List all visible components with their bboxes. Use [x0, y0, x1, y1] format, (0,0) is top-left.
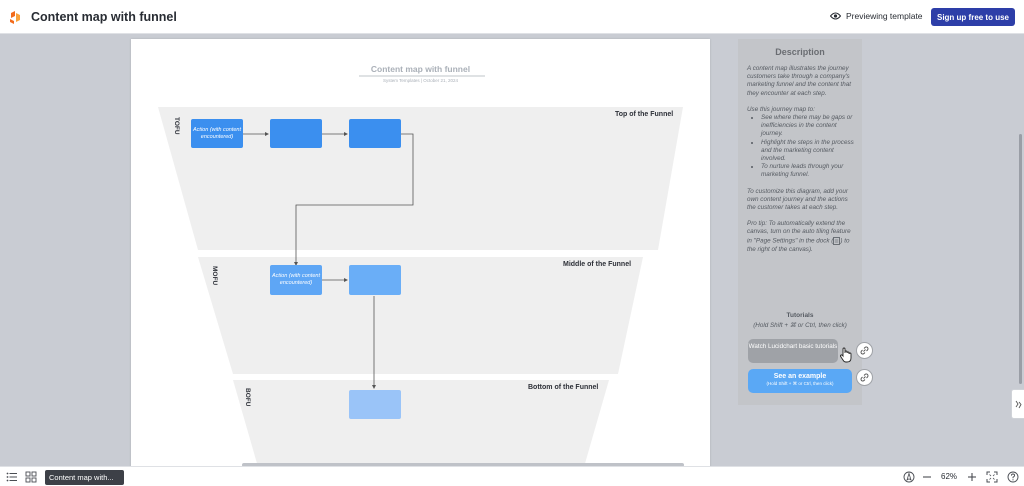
bofu-band[interactable]: [233, 380, 609, 466]
see-example-label: See an example: [773, 373, 827, 380]
description-title: Description: [775, 47, 825, 57]
previewing-template-indicator: Previewing template: [830, 11, 923, 21]
vertical-scrollbar[interactable]: [1019, 134, 1022, 384]
description-protip: Pro tip: To automatically extend the can…: [747, 220, 855, 253]
funnel-diagram[interactable]: [131, 39, 710, 466]
arrow-head: [372, 385, 376, 389]
top-header: Content map with funnel Previewing templ…: [0, 0, 1024, 34]
eye-icon: [830, 12, 841, 20]
use-list-item: To nurture leads through your marketing …: [761, 163, 855, 179]
use-heading: Use this journey map to:: [747, 105, 815, 113]
see-example-link-button[interactable]: [856, 369, 873, 386]
tofu-action-node[interactable]: Action (with content encountered): [191, 119, 243, 148]
dock-toggle-icon: [1015, 400, 1022, 408]
horizontal-scrollbar[interactable]: [242, 463, 684, 466]
sign-up-button[interactable]: Sign up free to use: [931, 8, 1015, 26]
help-icon[interactable]: [1007, 471, 1019, 483]
arrow-head: [294, 262, 298, 266]
hand-cursor-icon: [840, 347, 852, 363]
page-tab[interactable]: Content map with...: [45, 470, 124, 485]
link-icon: [860, 346, 869, 355]
page-settings-icon: [833, 236, 841, 245]
watch-tutorials-button[interactable]: Watch Lucidchart basic tutorials: [748, 339, 838, 363]
arrow-head: [344, 132, 348, 136]
zoom-in-icon[interactable]: [966, 471, 978, 483]
tofu-band-label[interactable]: Top of the Funnel: [615, 111, 674, 118]
bofu-content-node[interactable]: [349, 390, 401, 419]
see-example-hint: (Hold Shift + ⌘ or Ctrl, then click): [766, 381, 834, 386]
tofu-content-node[interactable]: [349, 119, 401, 148]
description-intro: A content map illustrates the journey cu…: [747, 65, 851, 97]
diagram-subtitle: System Templates | October 21, 2024: [382, 78, 459, 83]
connector-arrow[interactable]: [295, 133, 414, 263]
tutorials-hint: (Hold Shift + ⌘ or Ctrl, then click): [753, 322, 847, 329]
description-text: A content map illustrates the journey cu…: [747, 65, 855, 262]
mofu-band-label[interactable]: Middle of the Funnel: [563, 261, 632, 268]
watch-tutorials-link-button[interactable]: [856, 342, 873, 359]
tofu-content-node[interactable]: [270, 119, 322, 148]
tutorials-title: Tutorials: [786, 312, 814, 319]
use-list-item: See where there may be gaps or inefficie…: [761, 114, 855, 139]
arrow-head: [265, 132, 269, 136]
navigate-compass-icon[interactable]: [903, 471, 915, 483]
see-example-button[interactable]: See an example (Hold Shift + ⌘ or Ctrl, …: [748, 369, 852, 393]
bofu-band-label[interactable]: Bottom of the Funnel: [528, 384, 599, 391]
protip-text-end: ) to the right of the canvas).: [747, 237, 850, 253]
mofu-band[interactable]: [198, 257, 643, 374]
use-list-item: Highlight the steps in the process and t…: [761, 139, 855, 164]
page-grid-icon[interactable]: [25, 471, 37, 483]
mofu-content-node[interactable]: [349, 265, 401, 295]
description-customize: To customize this diagram, add your own …: [747, 187, 848, 212]
arrow-head: [344, 278, 348, 282]
dock-toggle-tab[interactable]: [1011, 389, 1024, 419]
document-title: Content map with funnel: [31, 10, 177, 24]
link-icon: [860, 373, 869, 382]
protip-text: Pro tip: To automatically extend the can…: [747, 220, 851, 245]
fit-to-screen-icon[interactable]: [986, 471, 998, 483]
zoom-level[interactable]: 62%: [941, 472, 958, 481]
bottom-bar: Content map with... 62%: [0, 466, 1024, 486]
previewing-template-label: Previewing template: [846, 11, 923, 21]
lucid-logo-icon[interactable]: [9, 11, 21, 24]
mofu-side-label[interactable]: MOFU: [211, 266, 218, 286]
mofu-action-node[interactable]: Action (with content encountered): [270, 265, 322, 295]
title-underline: [359, 75, 485, 77]
diagram-title[interactable]: Content map with funnel: [370, 64, 471, 74]
tofu-side-label[interactable]: TOFU: [173, 117, 180, 135]
page-list-icon[interactable]: [6, 471, 18, 483]
canvas-area[interactable]: Content map with funnel System Templates…: [0, 34, 1024, 466]
diagram-page[interactable]: Content map with funnel System Templates…: [131, 39, 710, 466]
description-panel[interactable]: Description A content map illustrates th…: [738, 39, 873, 405]
zoom-out-icon[interactable]: [921, 471, 933, 483]
use-list: See where there may be gaps or inefficie…: [761, 114, 855, 180]
bofu-side-label[interactable]: BOFU: [244, 388, 251, 407]
